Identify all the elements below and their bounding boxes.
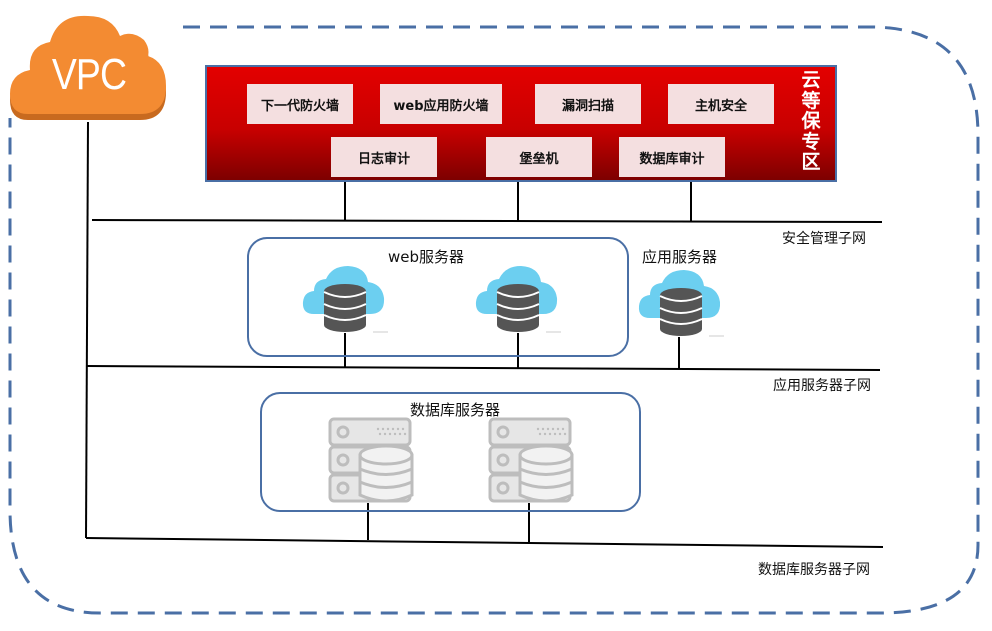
tool-ngfw[interactable]: 下一代防火墙: [247, 84, 353, 124]
vpc-trunk-line: [85, 121, 89, 539]
db-subnet-line: [85, 537, 884, 548]
vpc-cloud-icon: [10, 15, 166, 120]
security-subnet-label: 安全管理子网: [782, 231, 866, 247]
security-zone-title: 云等保专区: [801, 69, 821, 173]
app-server-cloud-db-icon[interactable]: [636, 266, 726, 338]
tool-waf[interactable]: web应用防火墙: [380, 84, 502, 124]
tool-db-audit[interactable]: 数据库审计: [619, 137, 725, 177]
web-server-group-title: web服务器: [388, 248, 465, 266]
db-server-group: [260, 392, 641, 512]
vpc-boundary: [8, 25, 980, 615]
db-subnet-label: 数据库服务器子网: [758, 562, 870, 578]
web-server-1-cloud-db-icon[interactable]: [300, 262, 390, 334]
web-server-2-cloud-db-icon[interactable]: [473, 262, 563, 334]
db-server-1-rack-icon[interactable]: [328, 417, 416, 503]
app-subnet-label: 应用服务器子网: [773, 378, 871, 394]
db-server-group-title: 数据库服务器: [410, 401, 501, 419]
tool-log-audit[interactable]: 日志审计: [331, 137, 437, 177]
tool-vuln-scan[interactable]: 漏洞扫描: [535, 84, 641, 124]
web-server-group: [247, 237, 629, 357]
tool-bastion-host[interactable]: 堡垒机: [486, 137, 592, 177]
security-subnet-line: [91, 219, 883, 223]
vpc-label: VPC: [51, 50, 127, 99]
app-subnet-line: [86, 365, 881, 371]
tool-host-security[interactable]: 主机安全: [668, 84, 774, 124]
db-server-2-rack-icon[interactable]: [488, 417, 576, 503]
app-server-title: 应用服务器: [642, 248, 718, 266]
